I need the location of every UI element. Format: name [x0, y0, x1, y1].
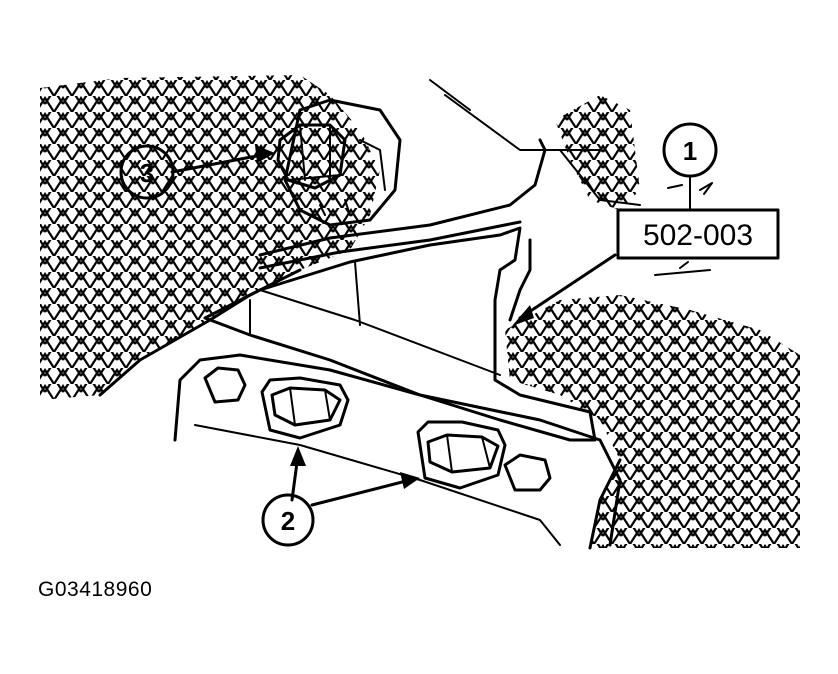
leader-arrow-1 [518, 253, 617, 320]
tool-number-box: 502-003 [616, 208, 780, 260]
figure-id: G03418960 [38, 578, 153, 601]
bracket-inner-line [249, 261, 501, 376]
callout-2-label: 2 [281, 506, 295, 536]
leader-arrow-2b [310, 478, 412, 507]
tool-number: 502-003 [643, 219, 753, 252]
flange-stud-left [203, 366, 247, 404]
tool-tick-marks [654, 182, 713, 276]
transmission-edge [588, 458, 622, 550]
oil-pan-lip [194, 424, 561, 546]
callout-1: 1 [654, 122, 718, 276]
mount-nut [276, 98, 402, 227]
oil-pan-outline [173, 353, 622, 547]
arrowhead-3 [255, 145, 275, 163]
flange-bolt-left [260, 376, 350, 440]
upper-frame-lines [429, 79, 641, 206]
callout-3: 3 [119, 144, 175, 200]
flange-stud-right [503, 453, 552, 492]
special-tool-arm [508, 238, 532, 322]
arrowhead-2a [290, 446, 306, 466]
leader-arrow-3 [170, 153, 264, 174]
callout-2: 2 [261, 493, 315, 547]
transmission-hatch [505, 295, 800, 548]
upper-right-hatch [555, 95, 640, 210]
arrowhead-1 [512, 305, 534, 326]
arrowhead-2b [400, 472, 420, 489]
callout-3-label: 3 [140, 158, 154, 188]
flange-bolt-right [416, 420, 507, 490]
callout-1-label: 1 [683, 136, 697, 166]
